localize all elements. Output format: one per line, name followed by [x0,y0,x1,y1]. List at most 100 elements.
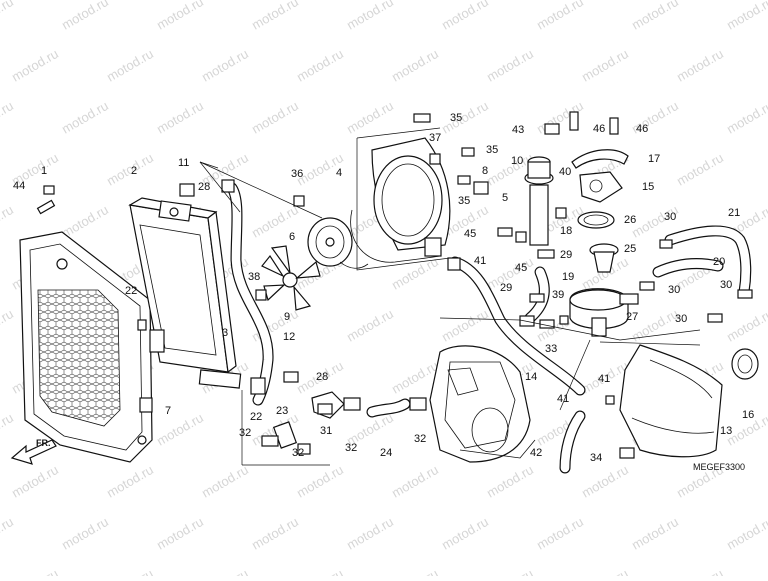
watermark-text: motod.ru [249,98,301,137]
callout-c31: 31 [320,425,332,437]
callout-c42: 42 [530,447,542,459]
watermark-text: motod.ru [294,46,346,85]
watermark-text: motod.ru [389,566,441,576]
callout-c30a: 30 [664,211,676,223]
hose-21 [664,225,752,298]
watermark-text: motod.ru [724,514,768,553]
thermostat [589,243,619,273]
callout-c12: 12 [283,331,295,343]
callout-c16: 16 [742,409,754,421]
watermark-text: motod.ru [0,306,16,345]
callout-c2: 2 [131,165,137,177]
callout-c29b: 29 [560,249,572,261]
radiator-core [128,197,242,389]
callout-c21: 21 [728,207,740,219]
filler-neck [524,156,554,246]
watermark-text: motod.ru [104,150,156,189]
callout-c23: 23 [276,405,288,417]
callout-c30c: 30 [675,313,687,325]
direction-label: FR. [36,438,51,448]
callout-c40: 40 [559,166,571,178]
callout-c36: 36 [291,168,303,180]
watermark-text: motod.ru [579,46,631,85]
watermark-text: motod.ru [344,98,396,137]
bracket-17 [571,149,629,169]
callout-c4: 4 [336,167,342,179]
watermark-text: motod.ru [104,566,156,576]
callout-c24: 24 [380,447,392,459]
callout-c27: 27 [626,311,638,323]
watermark-text: motod.ru [484,46,536,85]
callout-c14: 14 [525,371,537,383]
watermark-text: motod.ru [294,566,346,576]
callout-c35b: 35 [486,144,498,156]
watermark-text: motod.ru [629,514,681,553]
callout-c7: 7 [165,405,171,417]
reserve-tank [619,344,723,458]
watermark-text: motod.ru [59,98,111,137]
watermark-text: motod.ru [154,0,206,33]
fan-motor [307,217,369,269]
callout-c30d: 30 [720,279,732,291]
callout-c8: 8 [482,165,488,177]
watermark-text: motod.ru [154,514,206,553]
watermark-text: motod.ru [104,46,156,85]
callout-c10: 10 [511,155,523,167]
watermark-text: motod.ru [104,462,156,501]
watermark-text: motod.ru [199,46,251,85]
callout-c32d: 32 [239,427,251,439]
watermark-text: motod.ru [0,514,16,553]
watermark-text: motod.ru [484,462,536,501]
watermark-text: motod.ru [484,566,536,576]
callout-c34: 34 [590,452,602,464]
watermark-text: motod.ru [154,98,206,137]
watermark-text: motod.ru [9,566,61,576]
watermark-text: motod.ru [249,514,301,553]
hose-42 [559,410,586,474]
callout-c45a: 45 [464,228,476,240]
callout-c38: 38 [248,271,260,283]
watermark-text: motod.ru [344,0,396,33]
front-direction-arrow: FR. [10,438,57,465]
callout-c32b: 32 [345,442,357,454]
watermark-text: motod.ru [389,46,441,85]
callout-c32a: 32 [292,447,304,459]
watermark-text: motod.ru [59,202,111,241]
watermark-text: motod.ru [534,0,586,33]
watermark-text: motod.ru [534,514,586,553]
watermark-text: motod.ru [0,410,16,449]
watermark-text: motod.ru [344,306,396,345]
callout-c41b: 41 [557,393,569,405]
hose-24 [366,398,411,418]
watermark-text: motod.ru [579,462,631,501]
watermark-text: motod.ru [439,306,491,345]
callout-c6: 6 [289,231,295,243]
watermark-text: motod.ru [9,46,61,85]
callout-c17: 17 [648,153,660,165]
callout-c20: 20 [713,256,725,268]
watermark-text: motod.ru [344,514,396,553]
radiator-shroud [19,231,153,463]
callout-c33: 33 [545,343,557,355]
callout-c43: 43 [512,124,524,136]
watermark-text: motod.ru [579,566,631,576]
watermark-text: motod.ru [724,98,768,137]
callout-c46b: 46 [636,123,648,135]
watermark-text: motod.ru [199,462,251,501]
callout-c28b: 28 [316,371,328,383]
hose-14 [449,256,586,396]
watermark-text: motod.ru [9,462,61,501]
callout-c46a: 46 [593,123,605,135]
callout-c19: 19 [562,271,574,283]
watermark-text: motod.ru [629,0,681,33]
watermark-text: motod.ru [59,514,111,553]
watermark-text: motod.ru [674,150,726,189]
callout-c28a: 28 [198,181,210,193]
callout-c39: 39 [552,289,564,301]
callout-c3: 3 [222,327,228,339]
watermark-text: motod.ru [154,410,206,449]
fasteners [36,111,753,459]
callout-c44: 44 [13,180,25,192]
